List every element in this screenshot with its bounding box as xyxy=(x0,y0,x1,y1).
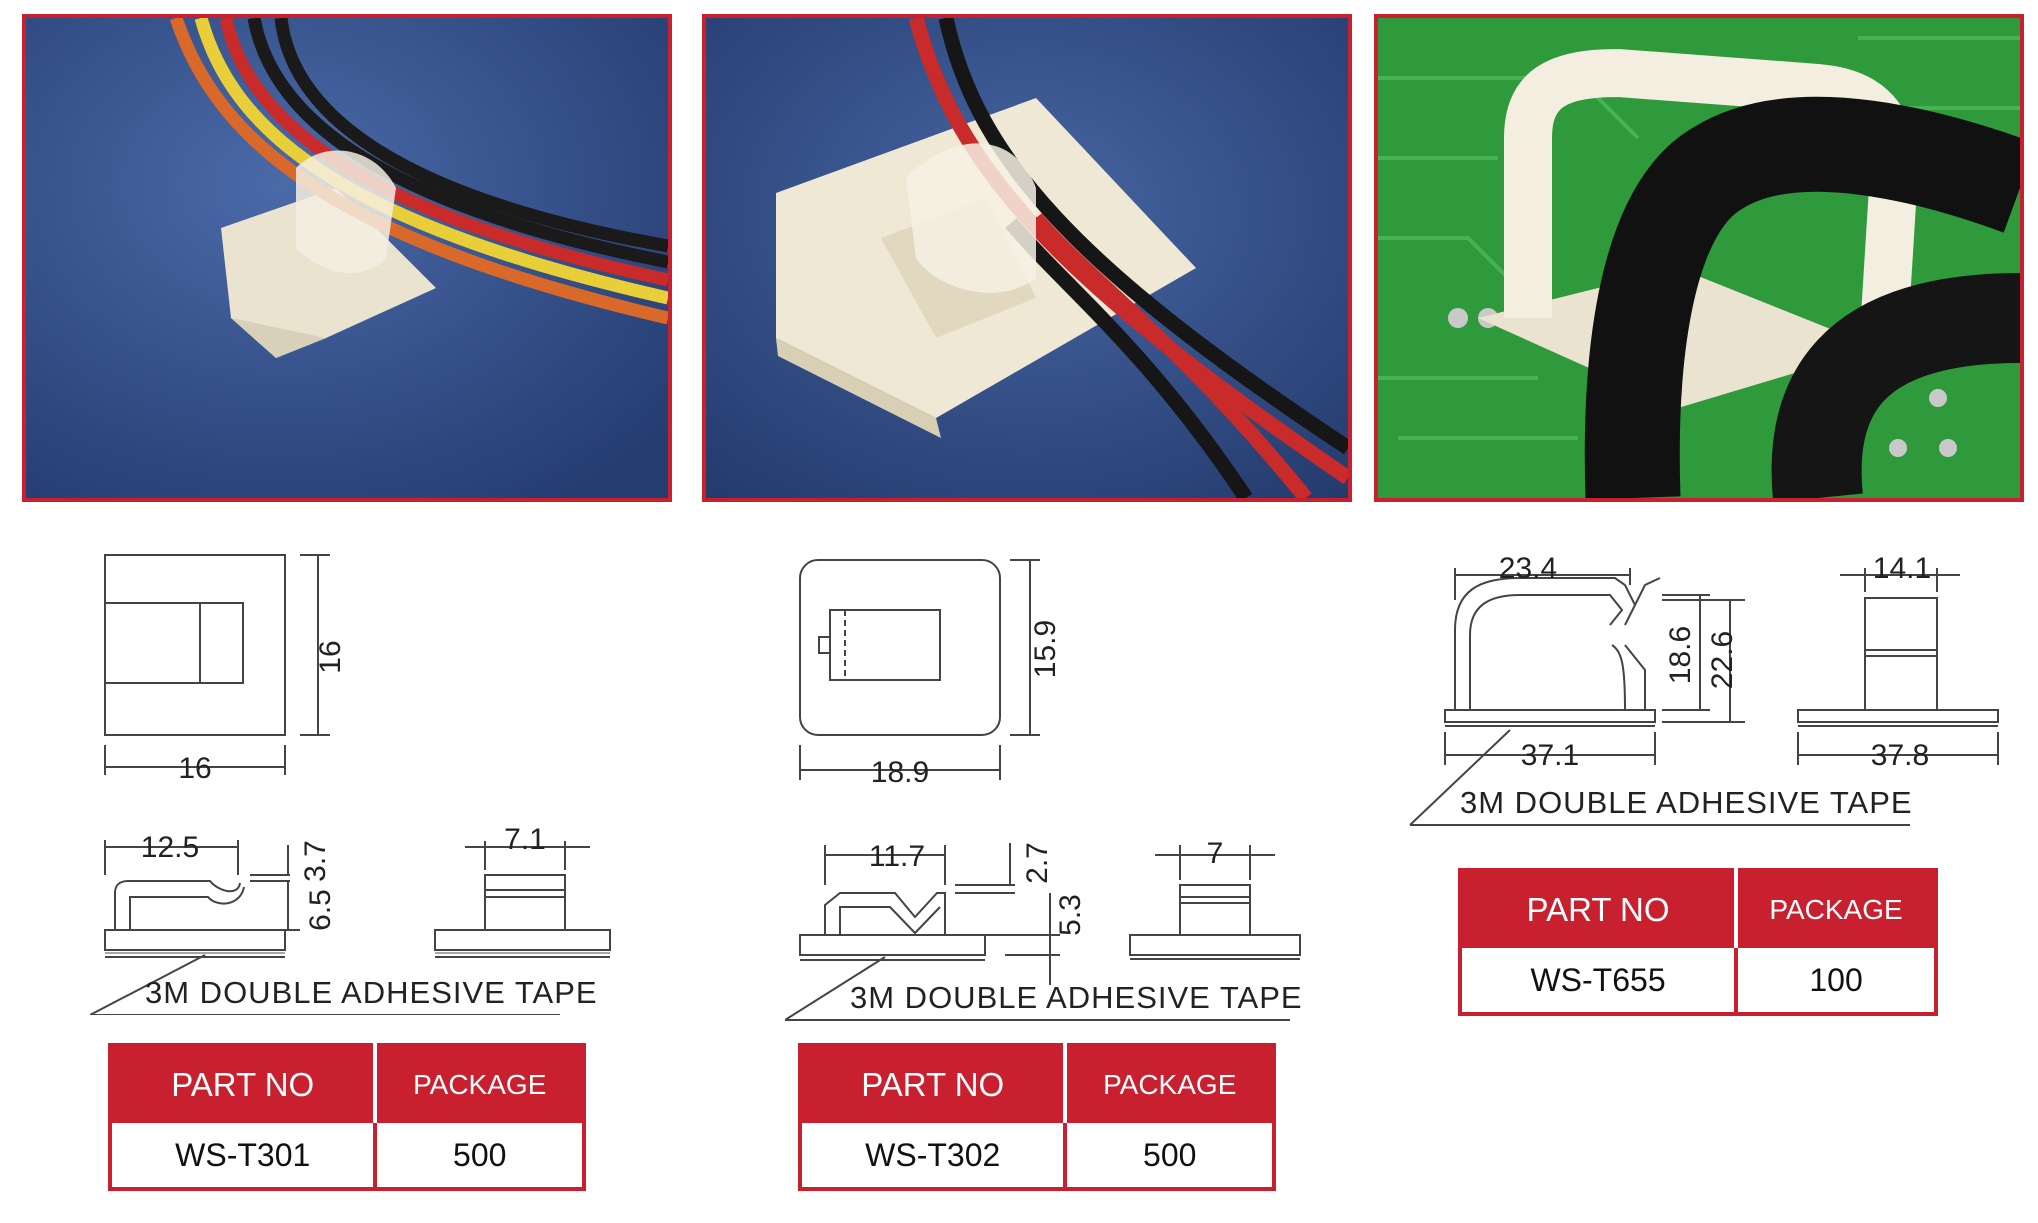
spec-table-3: PART NO PACKAGE WS-T655 100 xyxy=(1458,868,1938,1016)
header-package: PACKAGE xyxy=(1736,870,1936,948)
dim-side-length: 12.5 xyxy=(141,831,199,864)
dim-outer-height: 22.6 xyxy=(1706,631,1739,689)
dim-side-gap: 3.7 xyxy=(299,840,332,882)
tape-label: 3M DOUBLE ADHESIVE TAPE xyxy=(850,980,1303,1015)
dim-top-width: 16 xyxy=(178,752,211,785)
dim-top-height: 15.9 xyxy=(1029,620,1062,678)
part-number: WS-T302 xyxy=(800,1123,1068,1189)
tape-label: 3M DOUBLE ADHESIVE TAPE xyxy=(1460,785,1913,820)
header-part-no: PART NO xyxy=(800,1045,1068,1123)
technical-drawing-1: 16 16 12.5 3.7 6.5 7.1 3M DOUBLE ADHESIV… xyxy=(90,554,611,1015)
clip-with-wires-illustration xyxy=(26,18,668,498)
dim-end-width: 7.1 xyxy=(504,823,546,856)
dim-top-width: 18.9 xyxy=(871,756,929,789)
technical-drawing-2: 15.9 18.9 11.7 2.7 5.3 7 3M DOUBLE ADHES… xyxy=(785,559,1303,1021)
dim-top-height: 16 xyxy=(314,640,347,673)
product-photo-3 xyxy=(1374,14,2024,502)
spec-table-2: PART NO PACKAGE WS-T302 500 xyxy=(798,1043,1276,1191)
dim-base-length: 37.1 xyxy=(1521,739,1579,772)
clip-with-red-black-wires-illustration xyxy=(706,18,1348,498)
header-part-no: PART NO xyxy=(110,1045,378,1123)
dim-inner-height: 18.6 xyxy=(1664,626,1697,684)
tape-label: 3M DOUBLE ADHESIVE TAPE xyxy=(145,975,598,1010)
header-package: PACKAGE xyxy=(1065,1045,1274,1123)
package-qty: 500 xyxy=(375,1123,584,1189)
header-part-no: PART NO xyxy=(1460,870,1739,948)
product-photo-1 xyxy=(22,14,672,502)
dim-side-gap: 2.7 xyxy=(1021,842,1054,884)
technical-drawing-3: 23.4 18.6 22.6 37.1 14.1 37.8 3M DOUBLE … xyxy=(1409,552,1999,826)
dim-opening: 23.4 xyxy=(1499,552,1557,585)
part-number: WS-T301 xyxy=(110,1123,378,1189)
dim-side-height: 6.5 xyxy=(304,889,337,931)
spec-table-1: PART NO PACKAGE WS-T301 500 xyxy=(108,1043,586,1191)
dim-end-base: 37.8 xyxy=(1871,739,1929,772)
dim-side-height: 5.3 xyxy=(1054,894,1087,936)
clip-with-cable-on-pcb-illustration xyxy=(1378,18,2020,498)
dim-end-top: 14.1 xyxy=(1873,552,1931,585)
dim-side-length: 11.7 xyxy=(869,840,925,873)
part-number: WS-T655 xyxy=(1460,948,1739,1014)
package-qty: 500 xyxy=(1065,1123,1274,1189)
product-photo-2 xyxy=(702,14,1352,502)
header-package: PACKAGE xyxy=(375,1045,584,1123)
dim-end-width: 7 xyxy=(1207,837,1224,870)
package-qty: 100 xyxy=(1736,948,1936,1014)
